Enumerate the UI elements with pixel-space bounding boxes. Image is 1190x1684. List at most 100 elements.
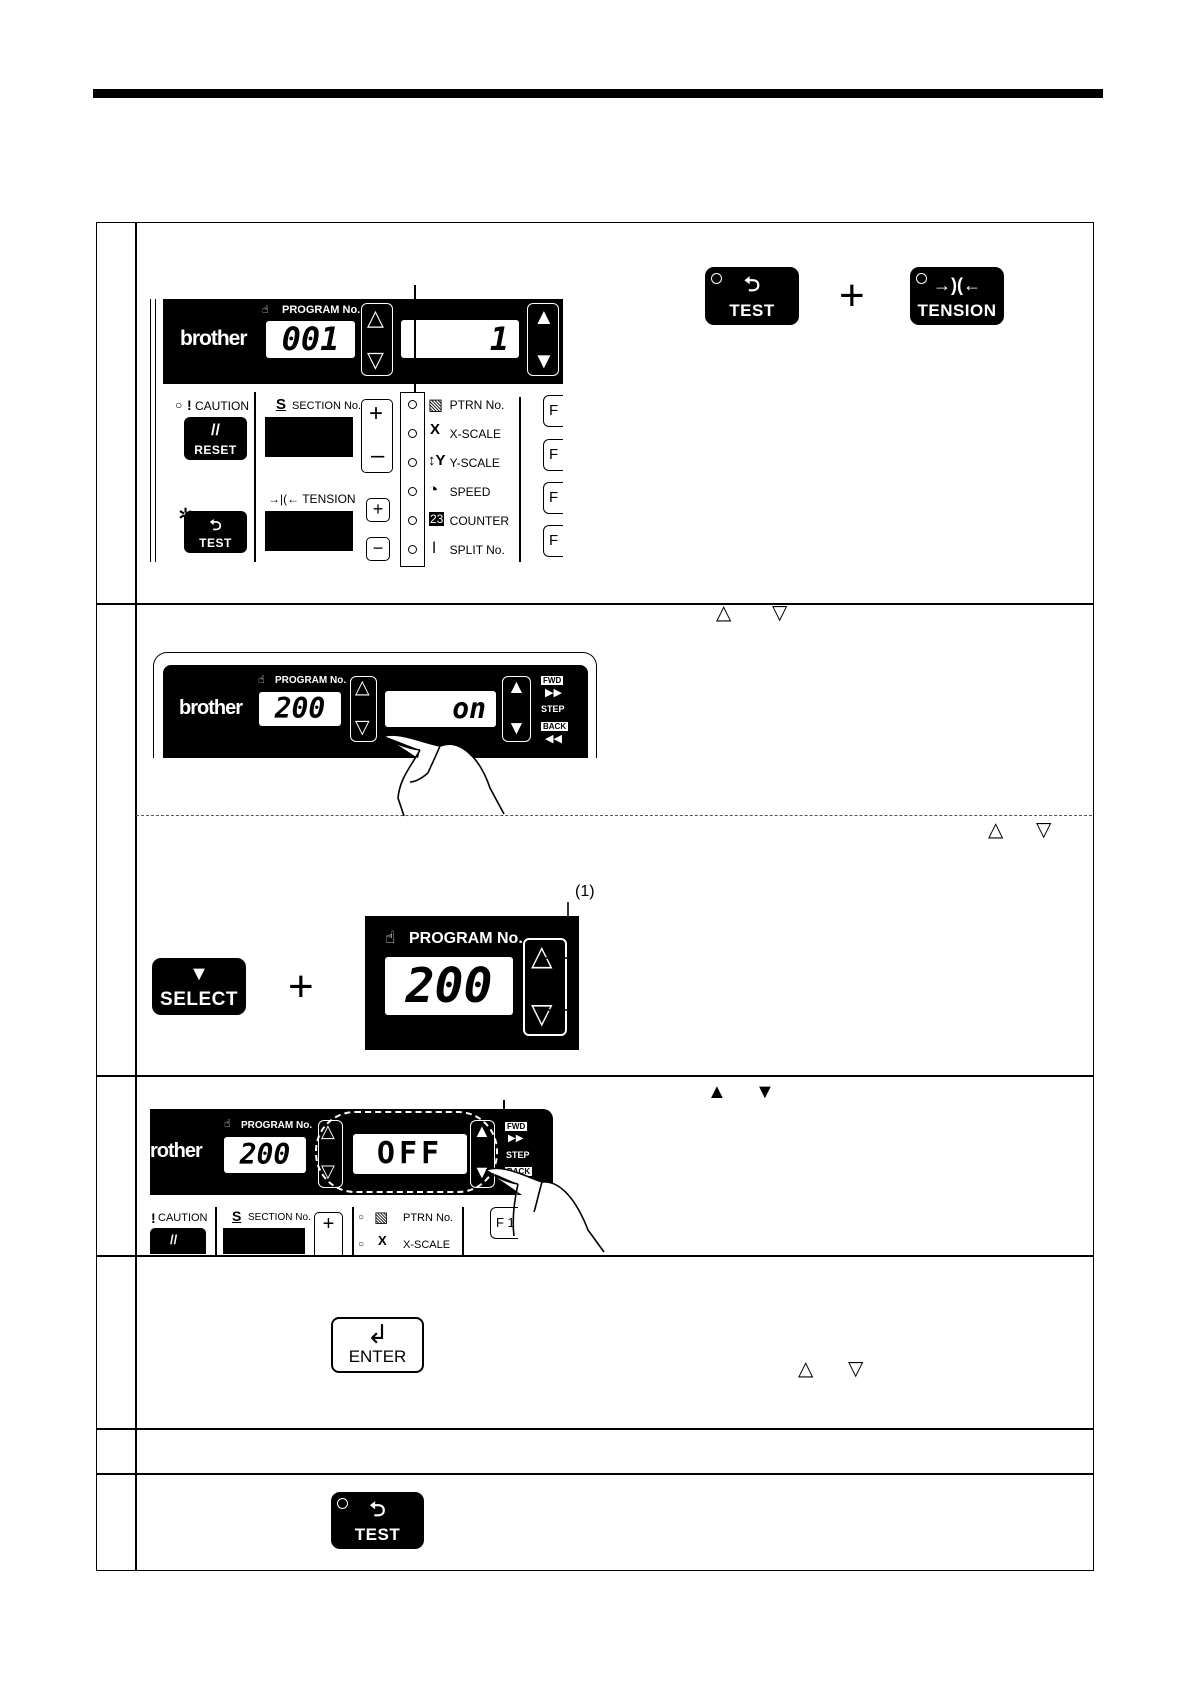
caution-icon-4: ! xyxy=(151,1210,156,1226)
pressing-hand-icon-2 xyxy=(485,1167,605,1253)
enter-icon: ↲ xyxy=(366,1319,389,1349)
tension-key-label: TENSION xyxy=(917,301,997,320)
panel4-divider-3 xyxy=(462,1207,464,1255)
plus-icon[interactable]: + xyxy=(369,400,384,427)
test-button-panel[interactable]: ⮌ TEST xyxy=(184,511,247,553)
reset-button-4[interactable] xyxy=(150,1228,206,1254)
program-no-label-4: PROGRAM No. xyxy=(241,1120,313,1131)
program-down-icon-3[interactable]: ▽ xyxy=(531,998,553,1029)
speed-icon: ◔ xyxy=(428,480,439,499)
back-label-4: BACK xyxy=(505,1167,533,1176)
procedure-table xyxy=(96,222,1094,1571)
plus-sign: + xyxy=(839,271,865,320)
test-led xyxy=(711,273,722,284)
minus-icon[interactable]: – xyxy=(371,442,385,469)
program-no-label: PROGRAM No. xyxy=(282,304,361,316)
section-no-label: SECTION No. xyxy=(292,400,362,412)
row-divider-1 xyxy=(96,603,1094,605)
row-divider-3 xyxy=(96,1255,1094,1257)
tension-display xyxy=(265,511,353,551)
tension-plus-button[interactable]: + xyxy=(366,498,390,522)
program-down-icon[interactable]: ▽ xyxy=(367,347,384,372)
value-up-icon-4[interactable]: ▲ xyxy=(473,1121,491,1141)
section-plus-minus-buttons[interactable] xyxy=(361,399,393,473)
f1-key-4[interactable]: F 1 xyxy=(490,1207,518,1239)
program-up-down-buttons-2[interactable] xyxy=(350,676,377,742)
back-label: BACK xyxy=(541,722,569,731)
f-key-1[interactable]: F xyxy=(543,395,563,427)
test-return-icon: ⮌ xyxy=(743,274,761,296)
row-divider-4 xyxy=(96,1428,1094,1430)
down-arrow-icon-3: ▽ xyxy=(848,1358,864,1380)
program-up-icon-4[interactable]: △ xyxy=(321,1121,335,1141)
led-item-xscale: X-SCALE xyxy=(408,427,501,441)
program-up-down-buttons[interactable] xyxy=(361,303,393,376)
f-key-3[interactable]: F xyxy=(543,482,563,514)
fwd-icon: ▶▶ xyxy=(545,687,562,699)
value-down-icon[interactable]: ▼ xyxy=(533,348,555,373)
value-up-down-buttons[interactable] xyxy=(527,303,559,376)
test-key[interactable]: ⮌ TEST xyxy=(705,267,799,325)
program-down-icon-2[interactable]: ▽ xyxy=(355,717,370,738)
row-divider-2 xyxy=(96,1075,1094,1077)
select-key[interactable]: ▼ SELECT xyxy=(152,958,246,1015)
x-scale-icon-4: X xyxy=(378,1233,387,1248)
program-up-down-buttons-3[interactable] xyxy=(523,938,567,1036)
led-item-ptrn: PTRN No. xyxy=(408,398,504,412)
up-arrow-icon-3: △ xyxy=(798,1358,814,1380)
flashing-highlight xyxy=(315,1111,498,1193)
section-icon: S xyxy=(276,396,287,413)
step-label-4: STEP xyxy=(506,1150,530,1160)
section-no-display xyxy=(265,417,353,457)
program-up-icon-2[interactable]: △ xyxy=(355,677,370,698)
caution-icon: ! xyxy=(187,397,192,413)
value-down-icon-4[interactable]: ▼ xyxy=(473,1162,491,1182)
panel2-outline xyxy=(153,652,597,758)
plus-sign-2: + xyxy=(288,962,314,1011)
enter-key[interactable]: ↲ ENTER xyxy=(331,1317,424,1373)
reset-button[interactable]: // RESET xyxy=(184,417,247,460)
value-down-icon-2[interactable]: ▼ xyxy=(507,718,526,739)
led-highlight-box xyxy=(400,392,425,567)
row-divider-dashed xyxy=(136,815,1092,816)
up-arrow-icon-2: △ xyxy=(988,819,1004,841)
step-number-column-divider xyxy=(135,222,137,1571)
section-plus-button-4[interactable]: + xyxy=(314,1212,343,1255)
f-key-2[interactable]: F xyxy=(543,439,563,471)
value-up-icon[interactable]: ▲ xyxy=(533,304,555,329)
section-no-display-4 xyxy=(223,1228,305,1254)
enter-key-label: ENTER xyxy=(348,1347,407,1366)
tension-minus-button[interactable]: − xyxy=(366,537,390,561)
test-key-2[interactable]: ⮌ TEST xyxy=(331,1492,424,1549)
step-label: STEP xyxy=(541,704,565,714)
hand-icon: ☝ xyxy=(262,304,269,316)
value-up-down-buttons-4[interactable] xyxy=(470,1120,495,1188)
data-value-display-2: on xyxy=(385,691,496,727)
program-no-display-3: 200 xyxy=(385,957,513,1015)
brand-logo: brother xyxy=(180,327,247,350)
program-up-icon-3[interactable]: △ xyxy=(531,940,553,971)
up-filled-arrow-icon: ▲ xyxy=(707,1081,727,1103)
tension-key[interactable]: →)(← TENSION xyxy=(910,267,1004,325)
select-down-icon: ▼ xyxy=(189,963,209,985)
program-up-down-buttons-4[interactable] xyxy=(318,1120,343,1188)
value-up-down-buttons-2[interactable] xyxy=(502,676,531,742)
x-scale-icon: X xyxy=(430,421,441,438)
program-up-icon[interactable]: △ xyxy=(367,305,384,330)
counter-icon: 23 xyxy=(429,512,445,526)
caution-label-4: CAUTION xyxy=(158,1212,208,1224)
xscale-led-4: ○ xyxy=(358,1239,365,1250)
test-icon: ⮌ xyxy=(209,517,222,534)
led-item-split: SPLIT No. xyxy=(408,543,505,557)
test-label: TEST xyxy=(199,536,232,550)
led-item-counter: COUNTER xyxy=(408,514,509,528)
pattern-icon: ▧ xyxy=(428,397,444,414)
panel4-tick xyxy=(503,1100,505,1112)
caution-label: CAUTION xyxy=(195,399,249,413)
data-value-display: 1 xyxy=(401,320,519,358)
value-up-icon-2[interactable]: ▲ xyxy=(507,677,526,698)
program-down-icon-4[interactable]: ▽ xyxy=(321,1161,335,1181)
hand-icon-4: ☝ xyxy=(224,1118,231,1130)
test-key-label-2: TEST xyxy=(354,1525,401,1544)
f-key-4[interactable]: F xyxy=(543,525,563,557)
